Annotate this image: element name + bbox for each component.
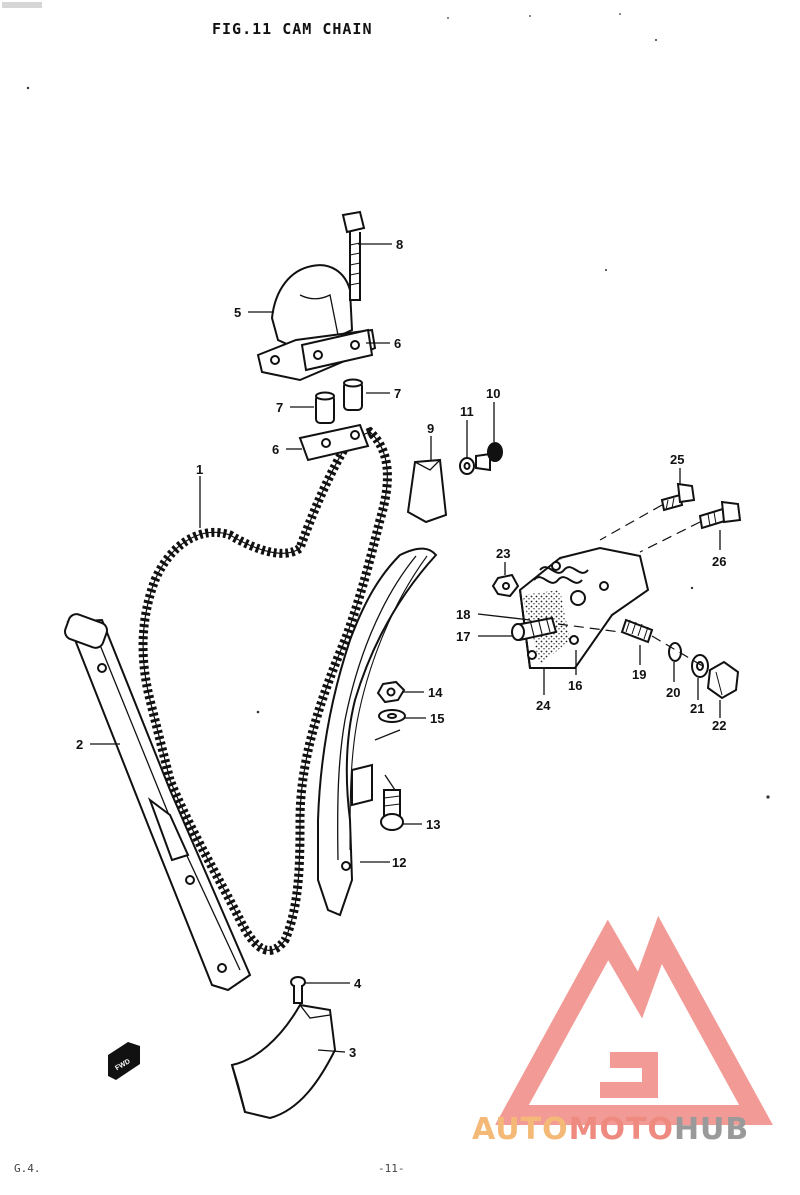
callout-16: 16 bbox=[568, 678, 582, 693]
nut-23 bbox=[491, 573, 520, 598]
washer-15 bbox=[378, 709, 406, 723]
figure-title: FIG.11 CAM CHAIN bbox=[212, 20, 373, 38]
lower-chain-guide bbox=[230, 1003, 337, 1120]
callout-26: 26 bbox=[712, 554, 726, 569]
callout-19: 19 bbox=[632, 667, 646, 682]
watermark-text: AUTOMOTOHUB bbox=[472, 1112, 749, 1147]
cap-nut-22 bbox=[706, 660, 740, 700]
cushion bbox=[406, 458, 448, 524]
cam-chain bbox=[138, 426, 392, 955]
watermark-auto: AUTO bbox=[472, 1112, 569, 1147]
o-ring-20 bbox=[668, 642, 682, 662]
cam-chain-guide-rear bbox=[64, 613, 252, 992]
callout-8: 8 bbox=[396, 237, 403, 252]
spacer-right bbox=[343, 378, 363, 411]
callout-9: 9 bbox=[427, 421, 434, 436]
callout-3: 3 bbox=[349, 1045, 356, 1060]
callout-25: 25 bbox=[670, 452, 684, 467]
spacer-left bbox=[315, 391, 335, 424]
callout-1: 1 bbox=[196, 462, 203, 477]
callout-21: 21 bbox=[690, 701, 704, 716]
page-number: -11- bbox=[378, 1162, 405, 1175]
bolt-25 bbox=[660, 482, 696, 512]
callout-6-upper: 6 bbox=[394, 336, 401, 351]
callout-18: 18 bbox=[456, 607, 470, 622]
callout-15: 15 bbox=[430, 711, 444, 726]
watermark-moto: MOTO bbox=[568, 1112, 674, 1147]
cam-chain-tensioner-guide bbox=[317, 547, 438, 917]
callout-23: 23 bbox=[496, 546, 510, 561]
callout-4: 4 bbox=[354, 976, 362, 991]
automotohub-logo-icon bbox=[495, 915, 773, 1125]
assembly-center-lines bbox=[557, 504, 707, 669]
spring-19 bbox=[620, 618, 654, 644]
callout-6-lower: 6 bbox=[272, 442, 279, 457]
callout-7-left: 7 bbox=[276, 400, 283, 415]
callout-10: 10 bbox=[486, 386, 500, 401]
callout-13: 13 bbox=[426, 817, 440, 832]
callout-11: 11 bbox=[460, 404, 474, 419]
washer-11 bbox=[459, 457, 475, 475]
front-arrow-icon: FWD bbox=[108, 1042, 140, 1080]
tensioner-plunger bbox=[511, 616, 558, 642]
bolt-4 bbox=[290, 976, 306, 1004]
callout-22: 22 bbox=[712, 718, 726, 733]
callout-14: 14 bbox=[428, 685, 443, 700]
plate-upper bbox=[300, 328, 374, 372]
callout-labels: 1 2 3 4 5 6 6 7 7 8 9 10 11 12 13 14 15 … bbox=[76, 237, 726, 1060]
bolt-10 bbox=[475, 442, 503, 472]
tensioner-spring bbox=[533, 566, 589, 606]
callout-20: 20 bbox=[666, 685, 680, 700]
plate-lower bbox=[298, 423, 370, 462]
guide-bolt bbox=[341, 210, 366, 301]
callout-17: 17 bbox=[456, 629, 470, 644]
callout-12: 12 bbox=[392, 855, 406, 870]
scan-artifacts bbox=[2, 2, 770, 799]
tensioner-body bbox=[518, 546, 650, 669]
callout-5: 5 bbox=[234, 305, 241, 320]
leader-lines bbox=[90, 243, 721, 1053]
callout-24: 24 bbox=[536, 698, 551, 713]
bolt-13 bbox=[380, 789, 404, 831]
washer-21 bbox=[691, 654, 709, 678]
watermark-hub: HUB bbox=[673, 1112, 750, 1147]
callout-7-right: 7 bbox=[394, 386, 401, 401]
nut-14 bbox=[376, 680, 406, 704]
footer-code: G.4. bbox=[14, 1162, 41, 1175]
bolt-26 bbox=[698, 500, 742, 530]
callout-2: 2 bbox=[76, 737, 83, 752]
